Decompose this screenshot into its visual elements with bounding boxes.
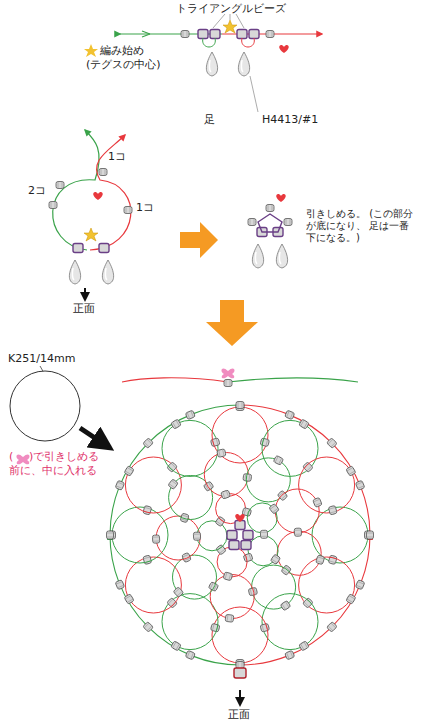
annotation-label: 前に、中に入れる xyxy=(9,464,97,477)
annotation-label: 正面 xyxy=(228,708,250,721)
annotation-label: 編み始め xyxy=(100,44,144,57)
annotation-label: (テグスの中心) xyxy=(86,58,161,71)
part-label: K251/14mm xyxy=(8,352,82,365)
annotation-label: トライアングルビーズ xyxy=(176,2,286,15)
annotation-label: )で引きしめる xyxy=(29,450,99,463)
annotation-label: 1コ xyxy=(136,201,154,214)
annotation-label: H4413/#1 xyxy=(262,113,318,126)
annotation-label: 2コ xyxy=(28,184,46,197)
annotation-label: 1コ xyxy=(108,150,126,163)
circle-outline xyxy=(8,369,82,443)
annotation-label: 正面 xyxy=(73,302,95,315)
annotation-label: 足 xyxy=(204,113,215,126)
annotation-label: 引きしめる。 (この部分が底になり、 足は一番下になる。) xyxy=(306,208,418,244)
annotation-label: ( xyxy=(9,450,13,463)
cabochon-circle: K251/14mm xyxy=(8,352,82,443)
